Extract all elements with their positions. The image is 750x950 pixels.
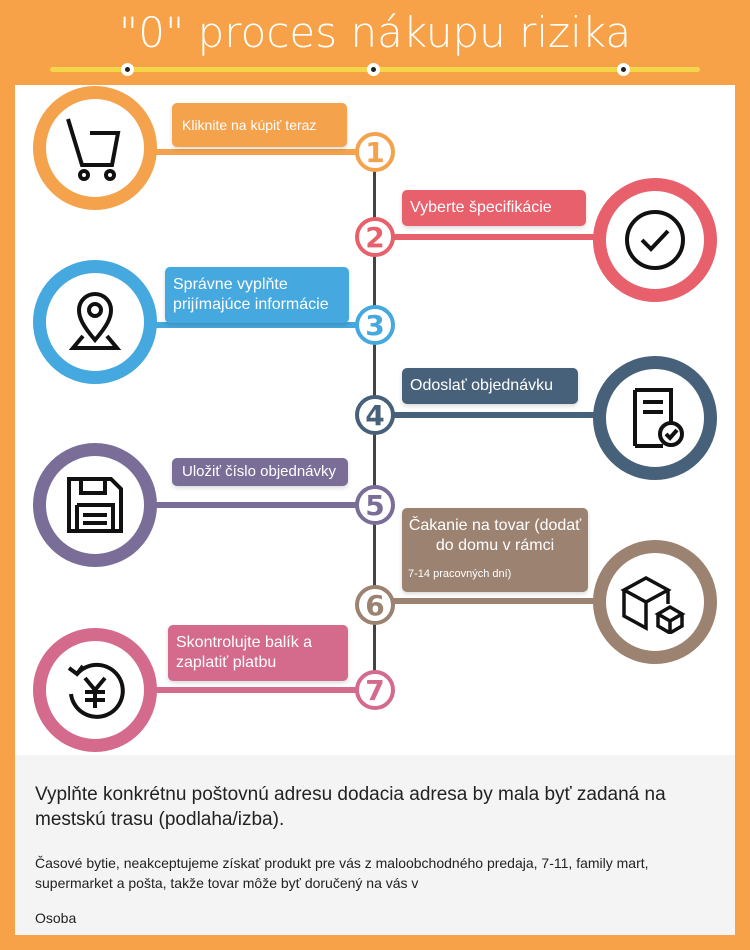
footer-notes [15, 755, 735, 935]
connector [140, 322, 360, 328]
step-2-icon-circle [593, 178, 717, 302]
footer-person-note: Osoba [35, 910, 77, 926]
checkmark-circle-icon [625, 210, 685, 270]
step-6-sublabel: 7-14 pracovných dní) [408, 568, 512, 580]
step-6-number: 6 [355, 585, 395, 625]
footer-address-note: Vyplňte konkrétnu poštovnú adresu dodaci… [35, 784, 666, 830]
divider-dot [121, 63, 134, 76]
step-4-icon-circle [593, 356, 717, 480]
step-6-title: Čakanie na tovar (dodať do domu v rámci [408, 517, 582, 554]
step-7-number: 7 [355, 670, 395, 710]
step-3-number: 3 [355, 305, 395, 345]
step-5-number: 5 [355, 485, 395, 525]
step-7-icon-circle [33, 628, 157, 752]
step-5-icon-circle [33, 443, 157, 567]
connector [140, 502, 360, 508]
location-pin-icon [68, 292, 122, 350]
step-4-number: 4 [355, 395, 395, 435]
floppy-disk-icon [67, 477, 123, 533]
step-1-number: 1 [355, 132, 395, 172]
shopping-cart-icon [66, 118, 121, 181]
step-2-label: Vyberte špecifikácie [402, 190, 586, 226]
step-4-label: Odoslať objednávku [402, 368, 578, 404]
page-title: "0" proces nákupu rizika [118, 8, 632, 57]
footer-delivery-note: Časové bytie, neakceptujeme získať produ… [35, 855, 649, 891]
step-1-label: Kliknite na kúpiť teraz [172, 103, 347, 147]
divider-dot [617, 63, 630, 76]
connector [140, 149, 360, 155]
connector [390, 412, 620, 418]
divider-dot [367, 63, 380, 76]
connector [390, 598, 620, 604]
step-7-label: Skontrolujte balík a zaplatiť platbu [168, 625, 348, 681]
step-3-icon-circle [33, 260, 157, 384]
boxes-icon [620, 576, 686, 634]
connector [140, 687, 360, 693]
document-check-icon [633, 388, 684, 448]
step-2-number: 2 [355, 217, 395, 257]
step-6-icon-circle [593, 540, 717, 664]
connector [390, 234, 620, 240]
yen-refresh-icon [67, 662, 125, 719]
step-1-icon-circle [33, 86, 157, 210]
step-3-label: Správne vyplňte prijímajúce informácie [165, 267, 349, 323]
step-5-label: Uložiť číslo objednávky [172, 458, 348, 486]
step-6-label: Čakanie na tovar (dodať do domu v rámci … [402, 508, 588, 592]
